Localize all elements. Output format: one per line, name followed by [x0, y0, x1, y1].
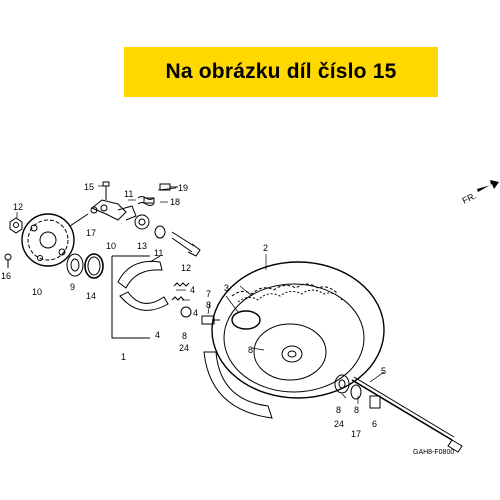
- part-label: 16: [1, 271, 11, 281]
- spring-part-4: [171, 282, 190, 301]
- part-label: 11: [154, 248, 163, 258]
- bearing-part-8-right: [334, 374, 350, 394]
- part-label: 10: [32, 287, 42, 297]
- axle-part-5: [351, 376, 463, 453]
- part-label: 4: [155, 330, 160, 340]
- part-label: 8: [336, 405, 341, 415]
- brake-shoes-part: [111, 255, 169, 339]
- bolt-part-19: [102, 181, 110, 200]
- nut-part-16: [9, 217, 23, 234]
- seal-part-9: [66, 253, 84, 277]
- pin-part-22: [143, 197, 155, 204]
- spacer-part-6: [369, 395, 381, 409]
- bolt-part-23: [159, 183, 178, 191]
- pin-part-7: [201, 315, 220, 325]
- part-label: 15: [84, 182, 94, 192]
- part-label: 4: [193, 308, 198, 318]
- wear-indicator-part-15: [134, 214, 150, 230]
- banner-text: Na obrázku díl číslo 15: [165, 60, 397, 83]
- part-label: 6: [372, 419, 377, 429]
- dust-seal-part-11: [154, 225, 166, 239]
- bearing-part-8-left: [180, 306, 192, 318]
- part-label: 24: [179, 343, 189, 353]
- part-label: 3: [224, 283, 229, 293]
- direction-label: FR.: [461, 191, 478, 206]
- tire-part-2: [211, 261, 385, 399]
- brake-cam-part-12: [171, 231, 201, 257]
- part-label: 10: [106, 241, 116, 251]
- part-label: 17: [86, 228, 96, 238]
- part-label: 8: [206, 300, 211, 310]
- part-label: 19: [178, 183, 188, 193]
- washer-part-21: [90, 206, 98, 214]
- part-info-banner: Na obrázku díl číslo 15: [124, 47, 438, 97]
- part-label: 5: [381, 366, 386, 376]
- rim-part: [253, 323, 327, 381]
- part-label: 9: [70, 282, 75, 292]
- front-direction-arrow: FR.: [461, 180, 499, 206]
- part-label: 18: [170, 197, 180, 207]
- part-label: 13: [137, 241, 147, 251]
- leader-lines: [16, 185, 385, 404]
- part-number-labels: 12 16 10 9 14 15 17 10 11 13 11 19 18 12…: [1, 182, 454, 456]
- tube-part-3: [203, 310, 273, 419]
- part-label: 8: [182, 331, 187, 341]
- part-label: 17: [351, 429, 361, 439]
- brake-panel-part: [21, 213, 89, 267]
- brake-arm-part-14: [91, 199, 137, 221]
- part-label: 8: [248, 345, 253, 355]
- part-label: 4: [190, 285, 195, 295]
- part-label: 11: [124, 189, 133, 199]
- part-label: 8: [354, 405, 359, 415]
- part-label: 1: [121, 352, 126, 362]
- part-label: 24: [334, 419, 344, 429]
- drawing-code: GAH8-F0800: [413, 449, 454, 456]
- part-label: 12: [13, 202, 23, 212]
- part-label: 12: [181, 263, 191, 273]
- seal-part-8-right: [350, 384, 362, 400]
- screw-part-20: [4, 253, 12, 268]
- part-label: 7: [206, 289, 211, 299]
- part-label: 14: [86, 291, 96, 301]
- part-label: 2: [263, 243, 268, 253]
- ring-part-18: [84, 253, 104, 279]
